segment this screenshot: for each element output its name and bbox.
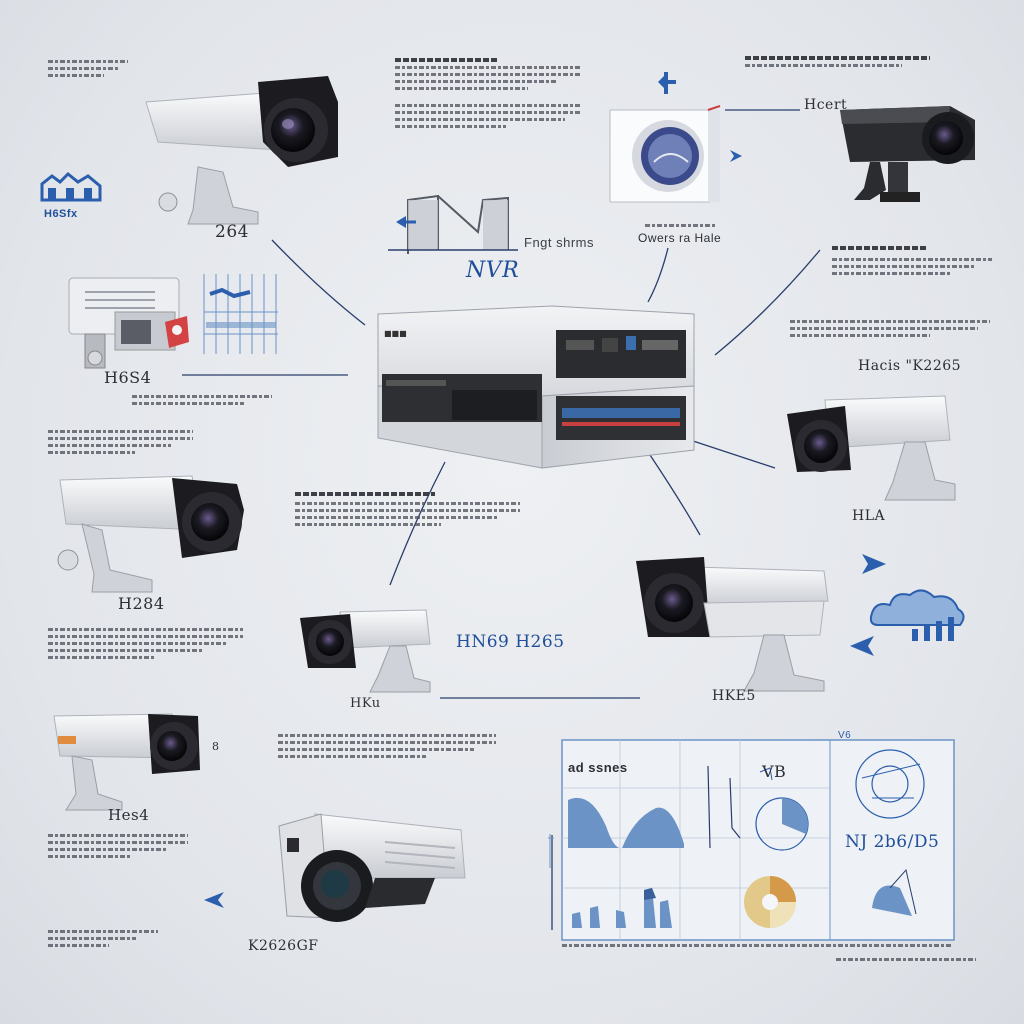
text-block-top-center [395, 58, 580, 132]
label-top-left-camera: 264 [215, 222, 249, 242]
chart-codec-label: NJ 2b6/D5 [845, 832, 940, 852]
svg-text:■■■: ■■■ [384, 329, 407, 338]
label-bottom-camera: K2626GF [248, 938, 319, 954]
text-block-bottom-left-2 [48, 930, 158, 951]
text-block-dvr [645, 224, 715, 231]
plus-arrow-icon [658, 72, 676, 94]
bullet-camera-center [300, 609, 431, 693]
arrow-left-icon-2 [204, 892, 224, 908]
text-block-center [295, 492, 520, 530]
bullet-camera-right [787, 395, 956, 501]
nvr-label: NVR [466, 258, 520, 283]
arrow-right-icon [730, 150, 742, 162]
text-block-bottom-left-1 [48, 834, 188, 862]
label-center-right-camera: HKE5 [712, 688, 756, 704]
dvr-monitor-box [609, 105, 721, 203]
house-logo-icon [40, 171, 102, 202]
bullet-camera-left [57, 475, 244, 593]
nvr-recorder-device: ■■■ [377, 305, 695, 469]
text-block-bottom-center [278, 734, 496, 762]
label-mid-left-camera: H6S4 [104, 368, 152, 387]
arrow-left-icon [850, 636, 874, 656]
label-right-camera: HLA [852, 508, 886, 524]
mini-grid-chart [203, 274, 278, 354]
text-block-left-1 [132, 395, 272, 409]
label-left-camera: H284 [118, 594, 165, 613]
text-block-left-3 [48, 628, 243, 663]
chart-footer-text-2 [836, 958, 976, 965]
nvr-sub-caption: Fngt shrms [524, 235, 595, 250]
chart-title-mid: VB [762, 762, 787, 781]
chart-title-left: ad ssnes [568, 760, 628, 775]
text-block-right-2 [790, 320, 990, 341]
right-codec-label: Hacis "K2265 [858, 358, 962, 374]
top-right-title: Hcert [804, 97, 848, 113]
nvr-schematic-icon [388, 194, 518, 254]
center-codec-label: HN69 H265 [456, 632, 565, 652]
bullet-camera-top-left [145, 76, 338, 225]
cloud-icon [869, 589, 965, 641]
dome-camera-mid-left [68, 277, 189, 369]
label-small-bottom-left: 8 [212, 740, 220, 753]
chart-tag: V6 [838, 730, 852, 741]
box-camera-bottom [278, 813, 466, 922]
label-bottom-left-camera: Hes4 [108, 806, 150, 824]
bullet-camera-bottom-left [53, 713, 200, 811]
bullet-camera-top-right [840, 106, 975, 202]
text-block-top-right [745, 56, 930, 71]
text-block-left-2 [48, 430, 193, 458]
chart-footer-text [562, 944, 952, 951]
text-block-top-left [48, 60, 128, 81]
dvr-caption: Owers ra Hale [638, 231, 722, 245]
logo-caption: H6Sfx [44, 208, 78, 220]
analytics-chart-panel [548, 739, 955, 941]
text-block-right-1 [832, 246, 992, 279]
bullet-camera-center-right [636, 557, 829, 692]
label-center-camera: HKu [350, 696, 381, 711]
arrow-right-icon-2 [862, 554, 886, 574]
